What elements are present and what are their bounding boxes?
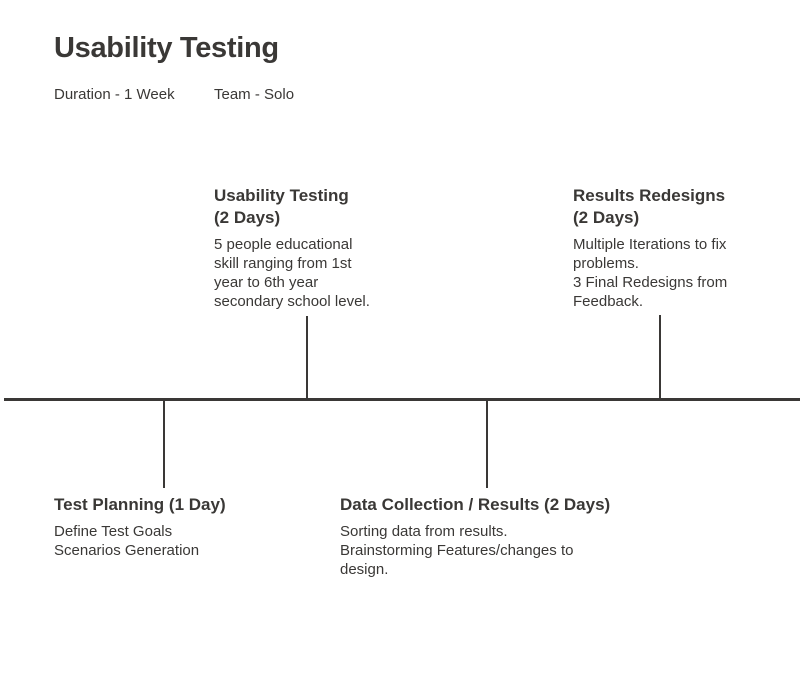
milestone-heading: Results Redesigns (2 Days) [573,185,727,229]
timeline-tick-usability [306,316,308,400]
description-line: secondary school level. [214,293,370,310]
timeline-tick-planning [163,399,165,488]
milestone-heading: Data Collection / Results (2 Days) [340,495,611,514]
milestone-data-collection: Data Collection / Results (2 Days) Sorti… [340,494,610,579]
team-label: Team - Solo [214,86,295,103]
milestone-description: Sorting data from results. Brainstorming… [340,522,610,579]
timeline-tick-results [659,315,661,400]
description-line: Scenarios Generation [54,542,200,559]
milestone-description: Multiple Iterations to fix problems. 3 F… [573,235,727,311]
milestone-description: Define Test Goals Scenarios Generation [54,522,226,560]
milestone-results-redesigns: Results Redesigns (2 Days) Multiple Iter… [573,185,727,311]
description-line: Sorting data from results. [340,523,508,540]
timeline-axis [4,398,800,401]
milestone-heading-line: Results Redesigns [573,186,726,205]
description-line: Define Test Goals [54,523,173,540]
milestone-heading: Test Planning (1 Day) [54,495,226,514]
description-line: year to 6th year [214,274,319,291]
timeline-tick-data [486,399,488,488]
milestone-heading-line: (2 Days) [214,208,281,227]
description-line: 3 Final Redesigns from [573,274,728,291]
description-line: design. [340,561,389,578]
duration-label: Duration - 1 Week [54,86,175,103]
milestone-test-planning: Test Planning (1 Day) Define Test Goals … [54,494,226,560]
description-line: problems. [573,255,639,272]
description-line: Brainstorming Features/changes to [340,542,574,559]
description-line: skill ranging from 1st [214,255,352,272]
milestone-usability-testing: Usability Testing (2 Days) 5 people educ… [214,185,370,311]
description-line: Multiple Iterations to fix [573,236,727,253]
description-line: 5 people educational [214,236,353,253]
page-title: Usability Testing [54,32,279,64]
milestone-heading: Usability Testing (2 Days) [214,185,370,229]
description-line: Feedback. [573,293,644,310]
milestone-heading-line: (2 Days) [573,208,640,227]
milestone-heading-line: Usability Testing [214,186,349,205]
milestone-description: 5 people educational skill ranging from … [214,235,370,311]
